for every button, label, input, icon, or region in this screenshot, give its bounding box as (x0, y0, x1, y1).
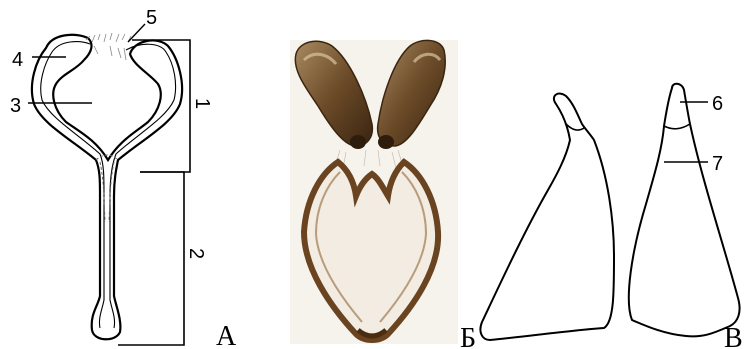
panel-b-left-bulb (350, 135, 366, 149)
callout-1: 1 (191, 98, 213, 109)
panel-c-right-stalk (664, 124, 690, 129)
panel-c-left-stalk (566, 124, 584, 130)
callout-5: 5 (146, 7, 157, 29)
callout-4: 4 (12, 49, 23, 71)
callout-6: 6 (712, 93, 723, 115)
panel-a-bristles (86, 33, 131, 60)
panel-c-right-outline (629, 84, 740, 337)
callout-3: 3 (10, 95, 21, 117)
bracket-2 (118, 172, 184, 345)
panel-label-a: А (216, 321, 237, 349)
panel-a-brackets (118, 40, 190, 345)
panel-c-drawing: 6 7 В (480, 84, 742, 349)
panel-b-photo: Б (290, 40, 476, 349)
panel-a-drawing: 4 3 5 1 2 А (10, 7, 237, 349)
panel-a-inner-outline (41, 42, 176, 328)
callout-7: 7 (712, 153, 723, 175)
bracket-1 (132, 40, 190, 172)
panel-c-left-outline (480, 94, 614, 340)
panel-b-right-bulb (378, 135, 394, 149)
panel-a-outer-outline (32, 35, 182, 339)
panel-label-c: В (724, 323, 743, 349)
callout-2: 2 (185, 248, 207, 259)
panel-label-b: Б (460, 323, 476, 349)
